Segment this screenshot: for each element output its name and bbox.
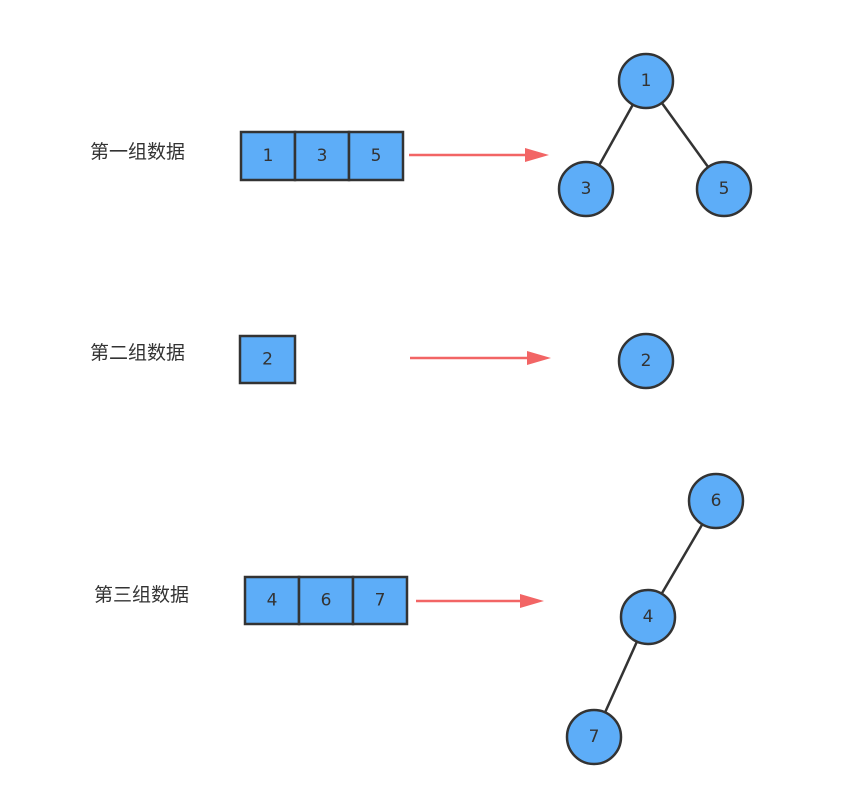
tree-node-circle	[619, 588, 677, 646]
tree-node-value: 2	[641, 351, 652, 371]
group-label: 第二组数据	[90, 342, 185, 364]
tree: 6 4 7	[565, 472, 745, 766]
array-cell-value: 4	[267, 591, 278, 611]
array-cell-value: 2	[262, 350, 273, 370]
tree: 2	[617, 332, 675, 390]
arrow-icon	[409, 148, 549, 162]
tree-node: 2	[617, 332, 675, 390]
tree-node: 6	[687, 472, 745, 530]
tree: 1 3 5	[557, 52, 753, 218]
tree-node: 3	[557, 160, 615, 218]
tree-node-circle	[617, 332, 675, 390]
tree-edge	[598, 103, 634, 167]
data-group-3: 第三组数据 4 6 7 6 4 7	[94, 472, 745, 766]
array-cell-value: 7	[375, 591, 386, 611]
array-cell-value: 6	[321, 591, 332, 611]
tree-node-value: 1	[641, 71, 652, 91]
tree-edge	[603, 641, 639, 713]
arrow-icon	[416, 594, 544, 608]
array-cell	[238, 334, 297, 385]
array-cells: 2	[238, 334, 297, 385]
tree-node-value: 7	[589, 727, 600, 747]
array-cell-value: 1	[263, 146, 274, 166]
array-cell	[239, 130, 297, 182]
array-cell-value: 5	[371, 146, 382, 166]
array-cell	[347, 130, 405, 182]
array-cell	[293, 130, 351, 182]
arrow-head	[525, 148, 549, 162]
groups-layer: 第一组数据 1 3 5 1 3 5 第二组数据 2 2 第三组数据 4 6 7 6 4 7	[90, 52, 753, 766]
tree-node-circle	[557, 160, 615, 218]
data-group-1: 第一组数据 1 3 5 1 3 5	[90, 52, 753, 218]
array-cells: 1 3 5	[239, 130, 405, 182]
tree-node-circle	[695, 160, 753, 218]
tree-edge	[660, 523, 704, 595]
data-group-2: 第二组数据 2 2	[90, 332, 675, 390]
tree-node-value: 6	[711, 491, 722, 511]
tree-node-value: 3	[581, 179, 592, 199]
tree-node: 4	[619, 588, 677, 646]
arrow-head	[527, 351, 551, 365]
tree-node-circle	[617, 52, 675, 110]
array-cell-value: 3	[317, 146, 328, 166]
tree-node-circle	[687, 472, 745, 530]
tree-edge	[660, 102, 710, 168]
tree-node: 1	[617, 52, 675, 110]
tree-node-value: 5	[719, 179, 730, 199]
tree-node: 5	[695, 160, 753, 218]
group-label: 第一组数据	[90, 141, 185, 163]
group-label: 第三组数据	[94, 584, 189, 606]
tree-node-circle	[565, 708, 623, 766]
array-cells: 4 6 7	[243, 575, 409, 626]
arrow-head	[520, 594, 544, 608]
tree-node-value: 4	[643, 607, 654, 627]
tree-node: 7	[565, 708, 623, 766]
array-cell	[351, 575, 409, 626]
arrow-icon	[410, 351, 551, 365]
